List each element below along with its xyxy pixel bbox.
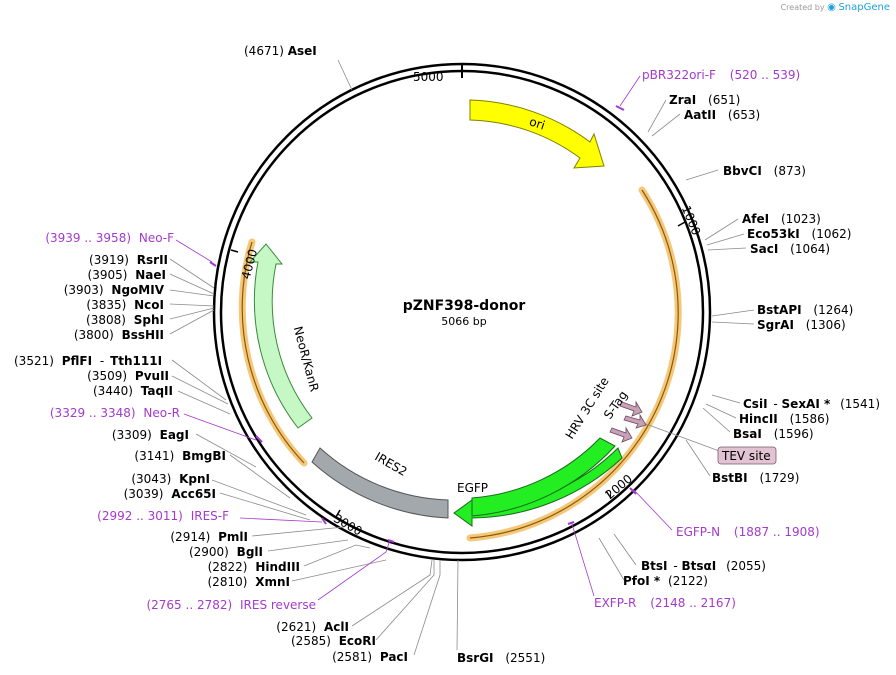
enzyme-label-kpni: (3043) KpnI	[131, 472, 210, 486]
primer-label-ires-f: (2992 .. 3011) IRES-F	[97, 509, 229, 523]
credit-prefix: Created by	[780, 3, 825, 12]
orf-line-left	[241, 241, 305, 464]
plasmid-size: 5066 bp	[441, 315, 486, 328]
primer-label-neo-f: (3939 .. 3958) Neo-F	[45, 231, 174, 245]
enzyme-label-eco53ki: Eco53kI (1062)	[747, 227, 851, 241]
primer-label-pbr322ori-f: pBR322ori-F (520 .. 539)	[642, 68, 800, 82]
orf-line-right	[469, 189, 679, 539]
primer-label-neo-r: (3329 .. 3348) Neo-R	[50, 406, 180, 420]
feature-label-ires2: IRES2	[372, 449, 409, 478]
enzyme-label-bsrgi: BsrGI (2551)	[457, 651, 545, 665]
enzyme-label-btsi-btsai: BtsI - BtsαI (2055)	[641, 559, 766, 573]
tick-label-1000: 1000	[679, 204, 703, 238]
enzyme-label-rsrii: (3919) RsrII	[89, 253, 168, 267]
enzyme-label-xmni: (2810) XmnI	[208, 575, 291, 589]
feature-ires2-box	[311, 447, 449, 519]
enzyme-label-pflfi-tth111i: (3521) PflFI - Tth111I	[14, 354, 162, 368]
feature-egfp-body	[471, 437, 616, 517]
feature-label-ori: ori	[528, 114, 547, 132]
enzyme-label-hindiii: (2822) HindIII	[208, 560, 300, 574]
feature-label-egfp: EGFP	[457, 481, 488, 495]
primer-label-ires-reverse: (2765 .. 2782) IRES reverse	[146, 598, 316, 612]
primer-leaders	[175, 75, 673, 601]
feature-ori-arrow	[469, 99, 605, 169]
primer-labels: pBR322ori-F (520 .. 539) EGFP-N (1887 ..…	[45, 68, 819, 612]
enzyme-label-bbvci: BbvCI (873)	[723, 164, 806, 178]
enzyme-label-bmgbi: (3141) BmgBI	[134, 449, 226, 463]
enzyme-labels: (4671) AseI ZraI (651) AatII (653) BbvCI…	[14, 44, 880, 665]
enzyme-label-pvuii: (3509) PvuII	[87, 369, 169, 383]
enzyme-label-naei: (3905) NaeI	[88, 268, 166, 282]
primer-label-exfp-r: EXFP-R (2148 .. 2167)	[594, 596, 736, 610]
enzyme-label-bsshii: (3800) BssHII	[74, 328, 164, 342]
enzyme-label-csii-sexai: CsiI - SexAI * (1541)	[743, 397, 880, 411]
enzyme-label-ncoi: (3835) NcoI	[86, 298, 164, 312]
enzyme-label-pfoi: PfoI * (2122)	[623, 574, 708, 588]
feature-hrv3c-arrow	[609, 426, 633, 443]
enzyme-label-eagi: (3309) EagI	[112, 428, 189, 442]
feature-stag-arrow	[619, 400, 643, 417]
enzyme-label-bstapi: BstAPI (1264)	[757, 303, 853, 317]
enzyme-label-bsai: BsaI (1596)	[733, 427, 814, 441]
primer-label-egfp-n: EGFP-N (1887 .. 1908)	[676, 525, 820, 539]
enzyme-label-asei: (4671) AseI	[244, 44, 317, 58]
enzyme-label-afei: AfeI (1023)	[742, 212, 821, 226]
tev-site-label: TEV site	[721, 449, 771, 463]
feature-neor-arrow	[248, 243, 313, 429]
enzyme-label-ngomiv: (3903) NgoMIV	[64, 283, 165, 297]
tev-site-box: TEV site	[645, 423, 777, 465]
enzyme-label-paci: (2581) PacI	[332, 650, 408, 664]
snapgene-credit: Created by ◉ SnapGene	[781, 2, 890, 13]
enzyme-label-pmli: (2914) PmlI	[170, 530, 248, 544]
tick-label-3000: 3000	[331, 511, 364, 538]
enzyme-label-ecori: (2585) EcoRI	[291, 634, 376, 648]
enzyme-label-bgli: (2900) BglI	[189, 545, 263, 559]
enzyme-label-acc65i: (3039) Acc65I	[124, 487, 216, 501]
enzyme-label-taqii: (3440) TaqII	[93, 384, 173, 398]
enzyme-label-bstbi: BstBI (1729)	[712, 471, 799, 485]
feature-label-neor: NeoR/KanR	[291, 325, 322, 393]
credit-brand: SnapGene	[838, 2, 890, 13]
enzyme-label-saci: SacI (1064)	[750, 242, 830, 256]
enzyme-label-sgrai: SgrAI (1306)	[757, 318, 846, 332]
tick-label-5000: 5000	[413, 70, 444, 84]
feature-tev-arrow	[623, 413, 647, 429]
enzyme-label-hincii: HincII (1586)	[739, 412, 829, 426]
enzyme-label-sphi: (3808) SphI	[86, 313, 164, 327]
snapgene-logo-icon: ◉	[827, 2, 836, 13]
enzyme-label-zrai: ZraI (651)	[669, 93, 740, 107]
plasmid-name: pZNF398-donor	[403, 298, 526, 314]
enzyme-label-acli: (2621) AclI	[276, 620, 349, 634]
enzyme-leaders	[169, 59, 755, 656]
enzyme-label-aatii: AatII (653)	[684, 108, 760, 122]
